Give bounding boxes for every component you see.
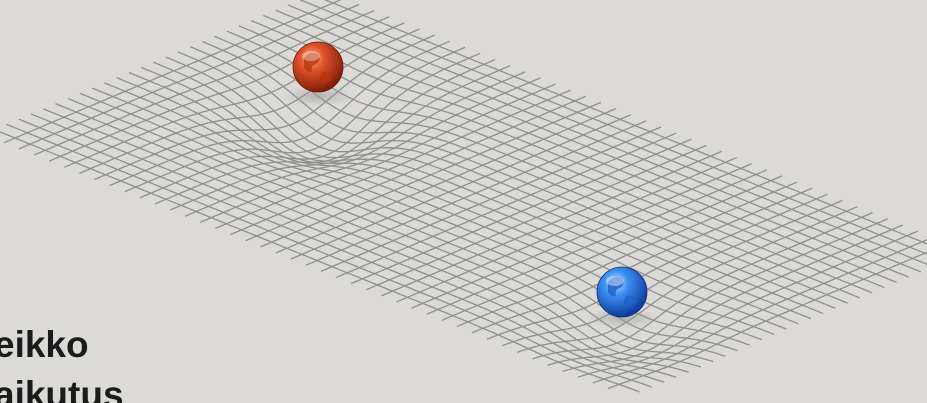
grid-lines	[0, 0, 927, 392]
caption-line-1: eikko	[0, 320, 124, 370]
grid-line	[313, 0, 927, 256]
blue-sphere-icon	[597, 267, 647, 317]
red-sphere-icon	[293, 42, 343, 92]
caption-line-2: aikutus	[0, 370, 124, 403]
caption: eikko aikutus	[0, 320, 124, 403]
